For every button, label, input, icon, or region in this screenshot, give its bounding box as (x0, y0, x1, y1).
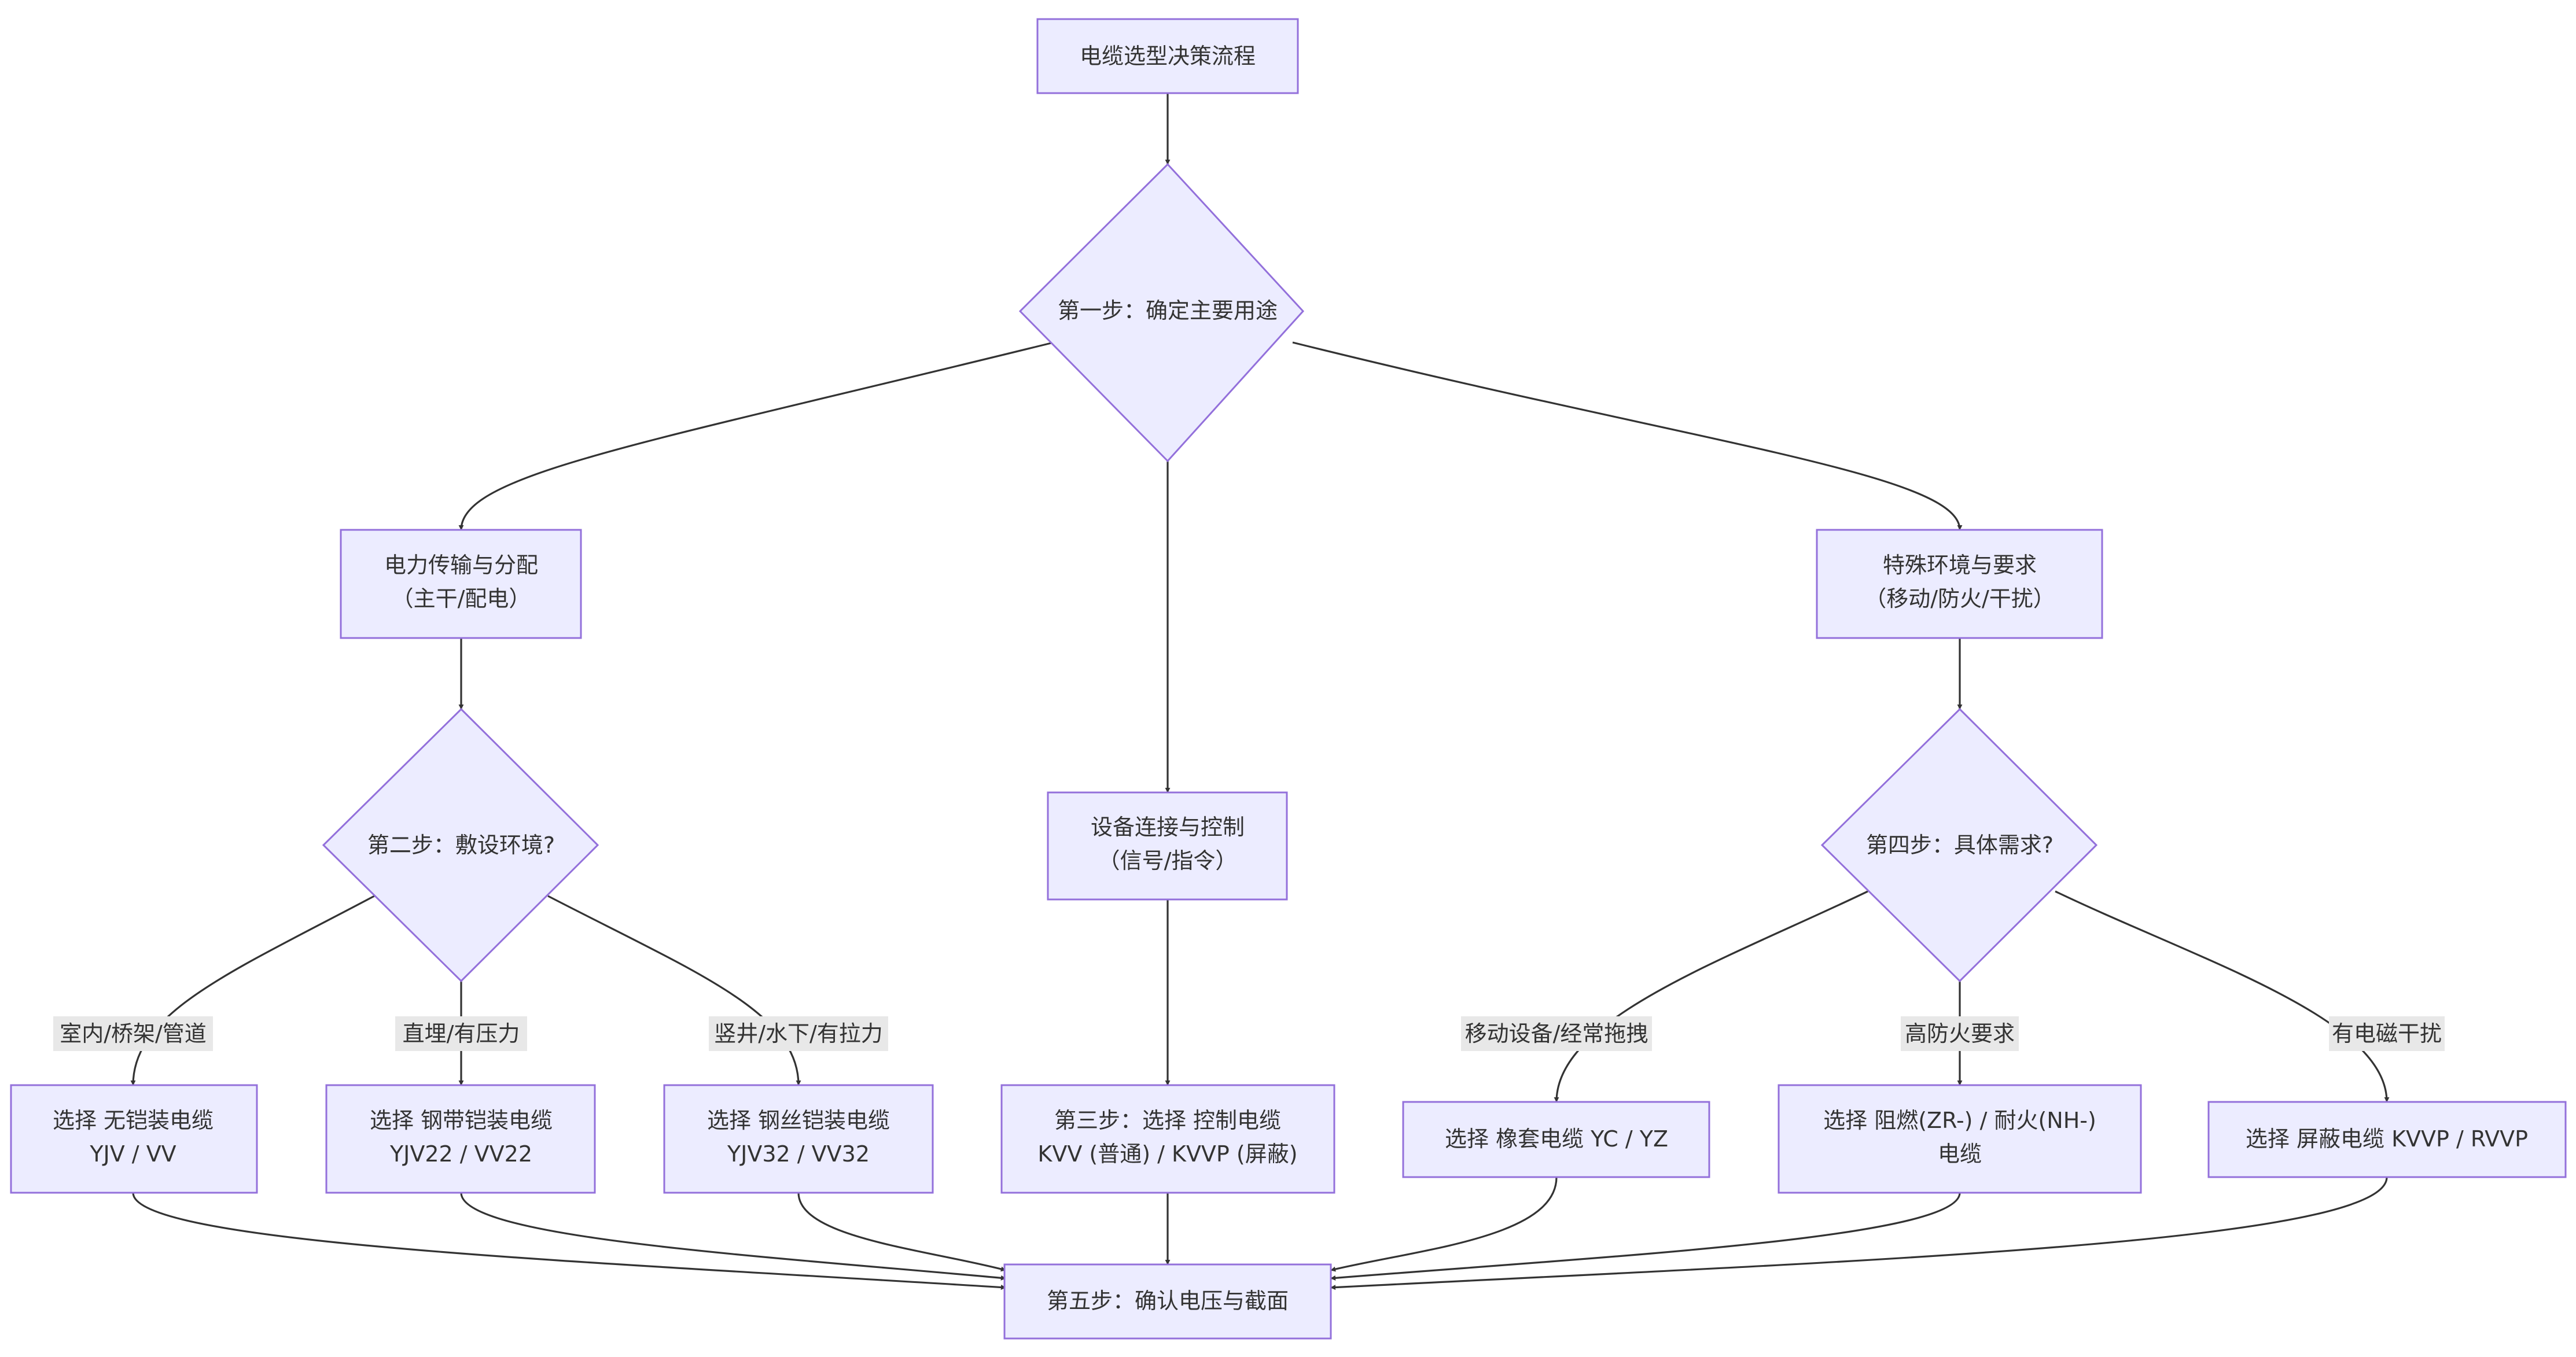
node-start-label: 电缆选型决策流程 (1080, 43, 1256, 69)
node-rubber-label: 选择 橡套电缆 YC / YZ (1445, 1126, 1668, 1152)
edge-label-buried: 直埋/有压力 (395, 1016, 527, 1051)
edge-label-shaft: 竖井/水下/有拉力 (709, 1016, 888, 1051)
node-step5[interactable]: 第五步：确认电压与截面 (1003, 1263, 1332, 1340)
node-power[interactable]: 电力传输与分配 （主干/配电） (340, 529, 582, 639)
edge-step4-rubber (1554, 890, 1868, 1102)
edge-label-mobile: 移动设备/经常拖拽 (1461, 1016, 1652, 1051)
edges (130, 93, 2390, 1290)
node-step4-decision[interactable]: 第四步：具体需求? (1820, 707, 2098, 983)
edge-fire-step5 (1330, 1192, 1961, 1281)
node-start[interactable]: 电缆选型决策流程 (1036, 18, 1299, 94)
edge-label-fireproof-text: 高防火要求 (1905, 1021, 2015, 1046)
node-special[interactable]: 特殊环境与要求 （移动/防火/干扰） (1816, 529, 2103, 639)
edge-labels: 室内/桥架/管道 直埋/有压力 竖井/水下/有拉力 移动设备/经常拖拽 高防火要… (53, 1016, 2445, 1051)
edge-shield-step5 (1330, 1177, 2388, 1290)
node-steeltape[interactable]: 选择 钢带铠装电缆 YJV22 / VV22 (325, 1084, 596, 1194)
edge-steeltape-step5 (460, 1192, 1006, 1281)
node-step1-label: 第一步：确定主要用途 (1058, 298, 1278, 323)
edge-step2-steelwire (547, 895, 801, 1086)
node-control[interactable]: 第三步：选择 控制电缆 KVV (普通) / KVVP (屏蔽) (1000, 1084, 1335, 1194)
edge-step2-unarmored (130, 895, 375, 1086)
edge-label-emi-text: 有电磁干扰 (2332, 1021, 2442, 1046)
edge-step1-power (458, 341, 1054, 530)
node-power-label-1: 电力传输与分配 (384, 552, 538, 578)
node-step2-label: 第二步：敷设环境? (367, 832, 555, 858)
edge-step4-shield (2055, 890, 2390, 1102)
node-shield[interactable]: 选择 屏蔽电缆 KVVP / RVVP (2207, 1101, 2567, 1178)
node-unarmored-label-2: YJV / VV (89, 1141, 176, 1167)
edge-label-mobile-text: 移动设备/经常拖拽 (1465, 1021, 1648, 1046)
edge-step1-special (1292, 341, 1963, 530)
node-device[interactable]: 设备连接与控制 （信号/指令） (1047, 791, 1288, 901)
edge-label-buried-text: 直埋/有压力 (403, 1021, 520, 1046)
node-device-label-2: （信号/指令） (1098, 848, 1238, 873)
node-unarmored-label-1: 选择 无铠装电缆 (53, 1108, 214, 1133)
node-steelwire-label-2: YJV32 / VV32 (727, 1141, 870, 1167)
node-steeltape-label-1: 选择 钢带铠装电缆 (370, 1108, 553, 1133)
node-rubber[interactable]: 选择 橡套电缆 YC / YZ (1402, 1101, 1710, 1178)
node-step2-decision[interactable]: 第二步：敷设环境? (322, 707, 599, 983)
edge-unarmored-step5 (132, 1192, 1006, 1290)
node-steelwire[interactable]: 选择 钢丝铠装电缆 YJV32 / VV32 (663, 1084, 934, 1194)
node-fire[interactable]: 选择 阻燃(ZR-) / 耐火(NH-) 电缆 (1778, 1084, 2142, 1194)
edge-label-indoor-text: 室内/桥架/管道 (60, 1021, 207, 1046)
node-control-label-1: 第三步：选择 控制电缆 (1054, 1108, 1281, 1133)
node-fire-label-2: 电缆 (1938, 1141, 1982, 1167)
node-fire-label-1: 选择 阻燃(ZR-) / 耐火(NH-) (1823, 1108, 2096, 1133)
node-device-label-1: 设备连接与控制 (1091, 814, 1245, 840)
node-steeltape-label-2: YJV22 / VV22 (389, 1141, 532, 1167)
node-control-label-2: KVV (普通) / KVVP (屏蔽) (1037, 1141, 1297, 1167)
node-special-label-1: 特殊环境与要求 (1883, 552, 2037, 578)
node-step1-decision[interactable]: 第一步：确定主要用途 (1018, 163, 1305, 463)
node-special-label-2: （移动/防火/干扰） (1864, 586, 2055, 611)
node-shield-label: 选择 屏蔽电缆 KVVP / RVVP (2246, 1126, 2528, 1152)
node-power-label-2: （主干/配电） (392, 586, 531, 611)
node-steelwire-label-1: 选择 钢丝铠装电缆 (707, 1108, 890, 1133)
node-unarmored[interactable]: 选择 无铠装电缆 YJV / VV (10, 1084, 258, 1194)
edge-label-indoor: 室内/桥架/管道 (53, 1016, 213, 1051)
edge-label-emi: 有电磁干扰 (2329, 1016, 2445, 1051)
edge-steelwire-step5 (797, 1192, 1006, 1272)
nodes: 电缆选型决策流程 第一步：确定主要用途 电力传输与分配 （主干/配电） 特殊环境… (10, 18, 2567, 1340)
edge-label-shaft-text: 竖井/水下/有拉力 (714, 1021, 883, 1046)
edge-rubber-step5 (1330, 1177, 1558, 1272)
node-step4-label: 第四步：具体需求? (1866, 832, 2054, 858)
edge-label-fireproof: 高防火要求 (1901, 1016, 2019, 1051)
node-step5-label: 第五步：确认电压与截面 (1047, 1288, 1289, 1314)
